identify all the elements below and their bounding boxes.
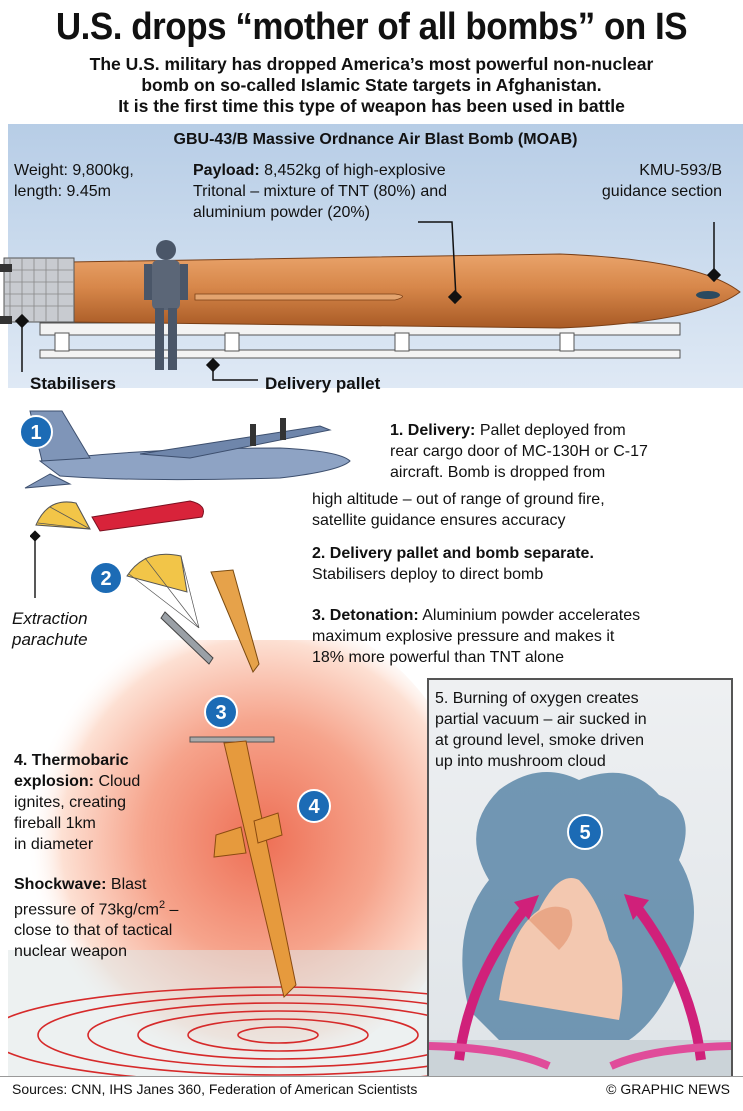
payload-line: 8,452kg of high-explosive <box>259 162 446 179</box>
person-silhouette <box>144 240 188 370</box>
badge-number: 5 <box>579 822 590 844</box>
step-3-line: maximum explosive pressure and makes it <box>312 628 615 645</box>
step-4-line: ignites, creating <box>14 794 127 811</box>
badge-number: 2 <box>100 568 111 590</box>
payload-line: aluminium powder (20%) <box>193 204 370 221</box>
step-1-text-cont: high altitude – out of range of ground f… <box>312 489 737 531</box>
step-1-line: rear cargo door of MC-130H or C-17 <box>390 443 648 460</box>
footer <box>0 1076 743 1111</box>
delivery-pallet-label: Delivery pallet <box>265 374 381 393</box>
page-subtitle: The U.S. military has dropped America’s … <box>10 54 733 117</box>
step-4-text: 4. Thermobaric explosion: Cloud ignites,… <box>14 750 214 855</box>
shockwave-line: Blast <box>106 876 147 893</box>
shockwave-line: – <box>165 901 179 919</box>
badge-number: 4 <box>308 796 320 818</box>
step-1-text: 1. Delivery: Pallet deployed from rear c… <box>390 420 735 483</box>
guidance-line: guidance section <box>601 183 722 200</box>
step-3-line: 18% more powerful than TNT alone <box>312 649 564 666</box>
step-5-line: at ground level, smoke driven <box>435 732 644 749</box>
step-5-line: partial vacuum – air sucked in <box>435 711 647 728</box>
parachute-line: Extraction <box>12 609 88 628</box>
step-badge-5 <box>567 814 603 850</box>
mushroom-cloud-panel: 5 5. Burning of oxygen creates partial v… <box>427 678 733 1078</box>
step-3-line: Aluminium powder accelerates <box>418 607 641 624</box>
shockwave-line: nuclear weapon <box>14 943 127 961</box>
mushroom-cloud-illustration: 5 <box>429 772 731 1076</box>
step-badge-1: 1 <box>19 415 53 449</box>
guidance-label: KMU-593/B guidance section <box>560 160 722 202</box>
shockwave-line: pressure of 73kg/cm <box>14 901 159 919</box>
payload-title: Payload: <box>193 162 260 179</box>
weight-label: Weight: 9,800kg, length: 9.45m <box>14 160 134 202</box>
step-3-text: 3. Detonation: Aluminium powder accelera… <box>312 605 740 668</box>
falling-bomb-illustration <box>189 736 297 998</box>
step-1-title: 1. Delivery: <box>390 422 476 439</box>
parachute-bomb-stage1 <box>35 500 204 532</box>
moab-illustration <box>0 221 741 381</box>
step-1-line: Pallet deployed from <box>475 422 626 439</box>
shockwave-line: close to that of tactical <box>14 922 173 940</box>
subtitle-line: bomb on so-called Islamic State targets … <box>141 75 602 95</box>
subtitle-line: The U.S. military has dropped America’s … <box>89 54 654 74</box>
aircraft-illustration <box>24 410 351 489</box>
shockwave-title: Shockwave: <box>14 876 107 893</box>
step-1-line: aircraft. Bomb is dropped from <box>390 464 606 481</box>
step-badge-2: 2 <box>89 561 123 595</box>
payload-line: Tritonal – mixture of TNT (80%) and <box>193 183 448 200</box>
subtitle-line: It is the first time this type of weapon… <box>118 96 625 116</box>
shockwave-rings <box>8 986 438 1078</box>
weight-line: Weight: 9,800kg, <box>14 162 134 179</box>
step-5-text: 5. Burning of oxygen creates partial vac… <box>435 688 727 772</box>
stabiliser-fins <box>0 257 75 324</box>
guidance-line: KMU-593/B <box>639 162 722 179</box>
separation-illustration <box>126 553 260 673</box>
sources-text: Sources: CNN, IHS Janes 360, Federation … <box>12 1081 418 1097</box>
step-4-title: 4. Thermobaric <box>14 752 129 769</box>
extraction-parachute-label: Extraction parachute <box>12 608 88 650</box>
fireball-illustration <box>8 640 438 1078</box>
step-4-line: Cloud <box>94 773 141 790</box>
step-4-line: in diameter <box>14 836 94 853</box>
moab-title: GBU-43/B Massive Ordnance Air Blast Bomb… <box>173 131 578 148</box>
shockwave-superscript: 2 <box>158 899 166 911</box>
step-2-title: 2. Delivery pallet and bomb separate. <box>312 545 594 562</box>
step-4-title: explosion: <box>14 773 95 790</box>
badge-number: 1 <box>30 422 41 444</box>
step-4-line: fireball 1km <box>14 815 96 832</box>
moab-bomb-body <box>69 253 741 329</box>
parachute-line: parachute <box>12 630 88 649</box>
length-line: length: 9.45m <box>14 183 111 200</box>
step-badge-4: 4 <box>297 789 331 823</box>
step-3-title: 3. Detonation: <box>312 607 419 624</box>
page-title: U.S. drops “mother of all bombs” on IS <box>55 6 688 48</box>
step-5-line: up into mushroom cloud <box>435 753 606 770</box>
step-1-line: high altitude – out of range of ground f… <box>312 491 605 508</box>
step-badge-3: 3 <box>204 695 238 729</box>
badge-number: 3 <box>215 702 226 724</box>
credit-text: © GRAPHIC NEWS <box>606 1081 730 1097</box>
step-5-line: 5. Burning of oxygen creates <box>435 690 639 707</box>
step-2-text: 2. Delivery pallet and bomb separate. St… <box>312 543 737 585</box>
shockwave-text: Shockwave: Blast pressure of 73kg/cm2 – … <box>14 874 254 962</box>
parachute-leader-line <box>30 530 41 598</box>
payload-label: Payload: 8,452kg of high-explosive Trito… <box>193 160 533 223</box>
stabilisers-label: Stabilisers <box>30 374 116 393</box>
step-2-line: Stabilisers deploy to direct bomb <box>312 566 544 583</box>
moab-panel <box>8 124 743 388</box>
step-1-line: satellite guidance ensures accuracy <box>312 512 566 529</box>
delivery-pallet <box>39 322 681 359</box>
